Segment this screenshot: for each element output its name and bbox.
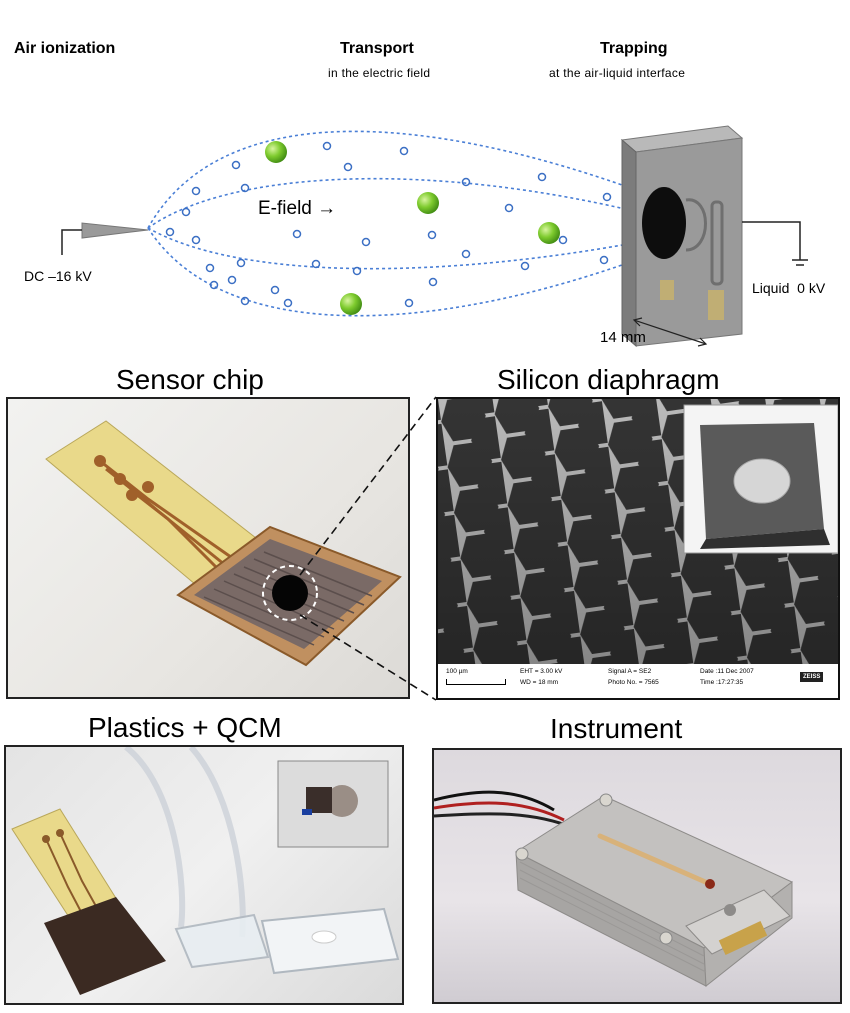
ion	[231, 160, 241, 170]
diaphragm-inset	[683, 404, 838, 554]
dimension-label: 14 mm	[600, 329, 646, 346]
chip-orifice	[272, 575, 308, 611]
ion	[361, 237, 371, 247]
plastics-qcm-photo	[4, 745, 404, 1005]
sem-wd: WD = 18 mm	[520, 679, 559, 686]
plastics-qcm-title: Plastics + QCM	[88, 712, 282, 743]
trap-orifice	[642, 187, 686, 259]
ion	[461, 177, 471, 187]
stage-transport-label: Transport	[340, 40, 414, 57]
sem-scalebar	[446, 679, 506, 685]
ground-wire	[742, 221, 801, 260]
sem-signal: Signal A = SE2	[608, 668, 652, 675]
silicon-diaphragm-title: Silicon diaphragm	[497, 364, 720, 395]
ion	[240, 296, 250, 306]
stage-trapping-label: Trapping	[600, 40, 668, 57]
ion	[240, 183, 250, 193]
particle	[538, 222, 560, 244]
ion	[504, 203, 514, 213]
field-line-1	[147, 130, 651, 229]
ion	[311, 259, 321, 269]
ion	[236, 258, 246, 268]
sensor-chip-photo	[6, 397, 410, 699]
ion	[181, 207, 191, 217]
dc-voltage-label: DC –16 kV	[24, 268, 92, 284]
schematic-diagram	[61, 125, 808, 348]
ion	[270, 285, 280, 295]
field-line-2	[147, 177, 651, 229]
ion	[537, 172, 547, 182]
ion	[343, 162, 353, 172]
ion	[191, 235, 201, 245]
qcm-chip	[44, 897, 166, 995]
ion	[227, 275, 237, 285]
ion	[520, 261, 530, 271]
instrument-title: Instrument	[550, 713, 683, 744]
sem-scale-label: 100 µm	[446, 668, 468, 675]
particle	[340, 293, 362, 315]
ion	[205, 263, 215, 273]
ion	[428, 277, 438, 287]
ion	[322, 141, 332, 151]
sem-date: Date :11 Dec 2007	[700, 668, 754, 675]
ion	[209, 280, 219, 290]
field-line-4	[147, 227, 651, 317]
dc-wire	[61, 229, 82, 255]
ion	[399, 146, 409, 156]
sem-time: Time :17:27:35	[700, 679, 744, 686]
trap-device	[620, 125, 744, 348]
instrument-connector	[685, 889, 791, 955]
silicon-diaphragm-sem: 100 µm EHT = 3.00 kV WD = 18 mm Signal A…	[436, 397, 840, 700]
particle	[265, 141, 287, 163]
ion	[292, 229, 302, 239]
ion	[191, 186, 201, 196]
liquid-voltage-label: Liquid 0 kV	[752, 280, 826, 296]
matchstick	[597, 833, 713, 887]
sem-eht: EHT = 3.00 kV	[520, 668, 563, 675]
sem-photo: Photo No. = 7565	[608, 679, 659, 686]
ion	[283, 298, 293, 308]
instrument-photo	[432, 748, 842, 1004]
ion	[427, 230, 437, 240]
ion	[558, 235, 568, 245]
plastic-frame	[174, 913, 270, 969]
particles	[265, 141, 560, 315]
stage-trapping-sub: at the air-liquid interface	[549, 66, 686, 80]
ion	[165, 227, 175, 237]
ion	[602, 192, 612, 202]
dimension-arrow	[633, 319, 707, 345]
efield-label: E-field →	[258, 198, 337, 219]
sensor-chip-title: Sensor chip	[116, 364, 264, 395]
stage-air-ionization-label: Air ionization	[14, 40, 116, 57]
stage-transport-sub: in the electric field	[328, 66, 431, 80]
particle	[417, 192, 439, 214]
ion	[352, 266, 362, 276]
ion	[599, 255, 609, 265]
ion	[404, 298, 414, 308]
zeiss-logo: ZEISS	[800, 672, 824, 682]
ion	[461, 249, 471, 259]
ions	[165, 141, 639, 308]
sem-databar: 100 µm EHT = 3.00 kV WD = 18 mm Signal A…	[438, 664, 838, 698]
